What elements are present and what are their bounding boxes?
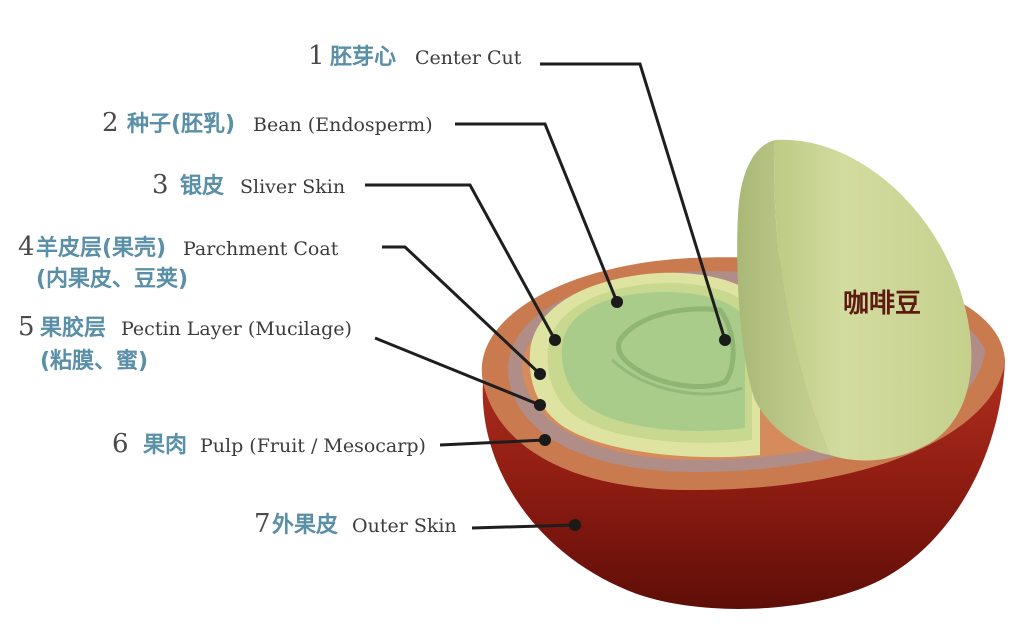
- label-number: 1: [308, 41, 325, 71]
- leader-dot-5: [534, 399, 546, 411]
- label-english: Pectin Layer (Mucilage): [121, 318, 352, 340]
- label-number: 7: [254, 509, 271, 539]
- endosperm: [561, 292, 745, 431]
- label-chinese: 果胶层: [40, 315, 106, 341]
- leader-dot-6: [539, 434, 551, 446]
- label-number: 5: [18, 312, 35, 342]
- leader-line-1: [540, 62, 727, 341]
- outer-skin: [482, 360, 1005, 609]
- label-row-2: 2 种子(胚乳) Bean (Endosperm): [102, 108, 433, 138]
- leader-line-5: [374, 336, 541, 407]
- leader-line-3: [365, 183, 557, 341]
- label-english: Outer Skin: [352, 515, 457, 537]
- leader-dot-2: [611, 296, 623, 308]
- leader-line-4: [382, 245, 542, 376]
- leader-dot-7: [569, 519, 581, 531]
- label-chinese: 羊皮层(果壳): [36, 235, 166, 261]
- label-english: Bean (Endosperm): [253, 114, 433, 136]
- label-chinese: 胚芽心: [330, 45, 396, 70]
- label-chinese: 外果皮: [272, 512, 338, 538]
- label-english: Center Cut: [415, 47, 522, 69]
- leader-dot-1: [719, 334, 731, 346]
- label-chinese: 种子(胚乳): [127, 111, 235, 137]
- label-english: Sliver Skin: [240, 176, 345, 198]
- bean-half: [774, 139, 972, 461]
- leader-dot-3: [549, 334, 561, 346]
- label-row-6: 6 果肉 Pulp (Fruit / Mesocarp): [112, 429, 426, 459]
- label-chinese-sub: (粘膜、蜜): [40, 348, 148, 374]
- label-row-3: 3 银皮 Sliver Skin: [152, 170, 345, 200]
- leader-line-2: [455, 122, 619, 303]
- label-chinese: 银皮: [180, 173, 224, 199]
- label-number: 2: [102, 108, 119, 138]
- bean-half-side: [737, 140, 830, 455]
- leader-line-7: [471, 523, 576, 530]
- leader-line-6: [439, 438, 546, 447]
- leader-lines: [365, 62, 731, 531]
- label-number: 3: [152, 170, 169, 200]
- label-number: 4: [18, 232, 35, 262]
- center-cut-shadow: [610, 358, 743, 396]
- label-english: Pulp (Fruit / Mesocarp): [200, 435, 426, 457]
- label-chinese: 果肉: [143, 433, 187, 458]
- label-chinese-sub: (内果皮、豆荚): [36, 266, 188, 292]
- label-english: Parchment Coat: [183, 238, 339, 260]
- leader-dot-4: [534, 368, 546, 380]
- center-cut: [615, 306, 736, 389]
- bean-label: 咖啡豆: [843, 289, 921, 319]
- label-number: 6: [112, 429, 129, 459]
